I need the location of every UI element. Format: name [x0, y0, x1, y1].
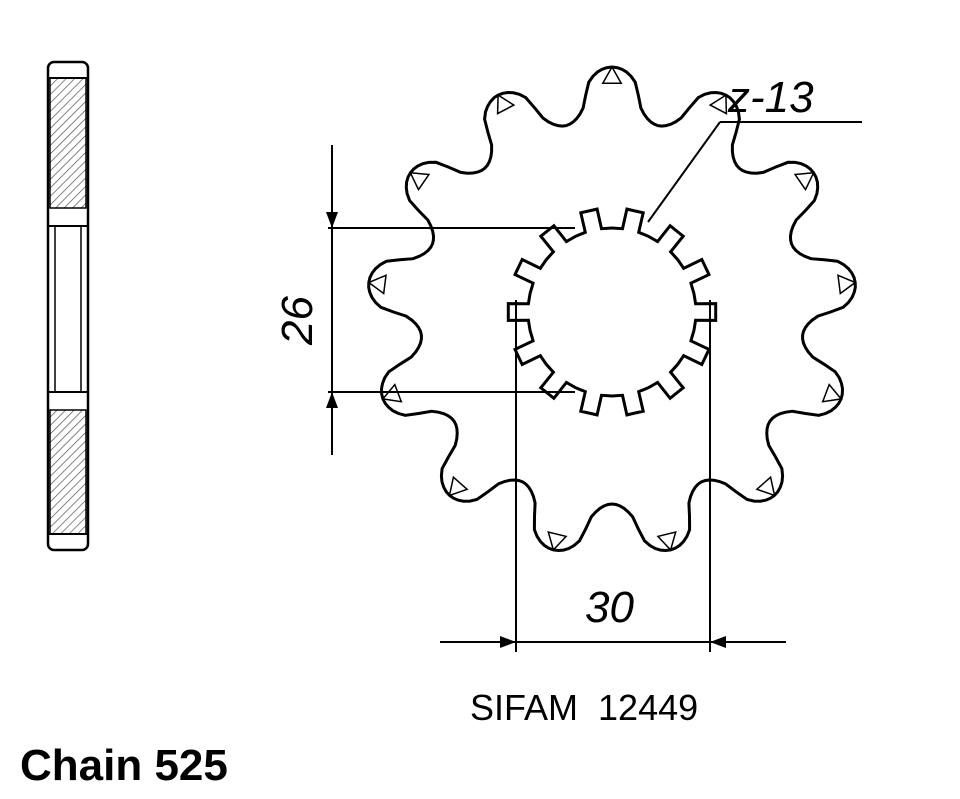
tooth-tip-mark	[409, 171, 431, 192]
teeth-count-label: z-13	[727, 73, 814, 122]
width-dimension	[440, 300, 786, 652]
part-reference-label: SIFAM 12449	[470, 687, 698, 728]
tooth-tip-mark	[755, 475, 776, 497]
tooth-tip-mark	[381, 383, 403, 403]
tooth-tip-mark	[821, 383, 843, 403]
tooth-tip-mark	[708, 93, 728, 115]
tooth-tip-mark	[656, 530, 677, 552]
height-dimension-label: 26	[273, 296, 322, 346]
tooth-tip-mark	[547, 530, 568, 552]
tooth-tip-mark	[448, 475, 469, 497]
tooth-tip-mark	[793, 171, 815, 192]
tooth-tip-mark	[367, 274, 387, 295]
chain-spec-label: Chain 525	[20, 741, 228, 790]
tooth-tip-mark	[496, 93, 516, 115]
tooth-tip-mark	[837, 274, 857, 295]
sprocket-tooth-tips	[367, 65, 857, 552]
width-dimension-label: 30	[585, 583, 634, 632]
tooth-tip-mark	[601, 65, 623, 84]
sprocket-outer-teeth	[367, 65, 857, 553]
height-dimension	[326, 145, 575, 455]
sprocket-spline-bore	[506, 207, 718, 417]
side-section-view	[46, 60, 90, 552]
teeth-count-leader	[647, 121, 862, 223]
